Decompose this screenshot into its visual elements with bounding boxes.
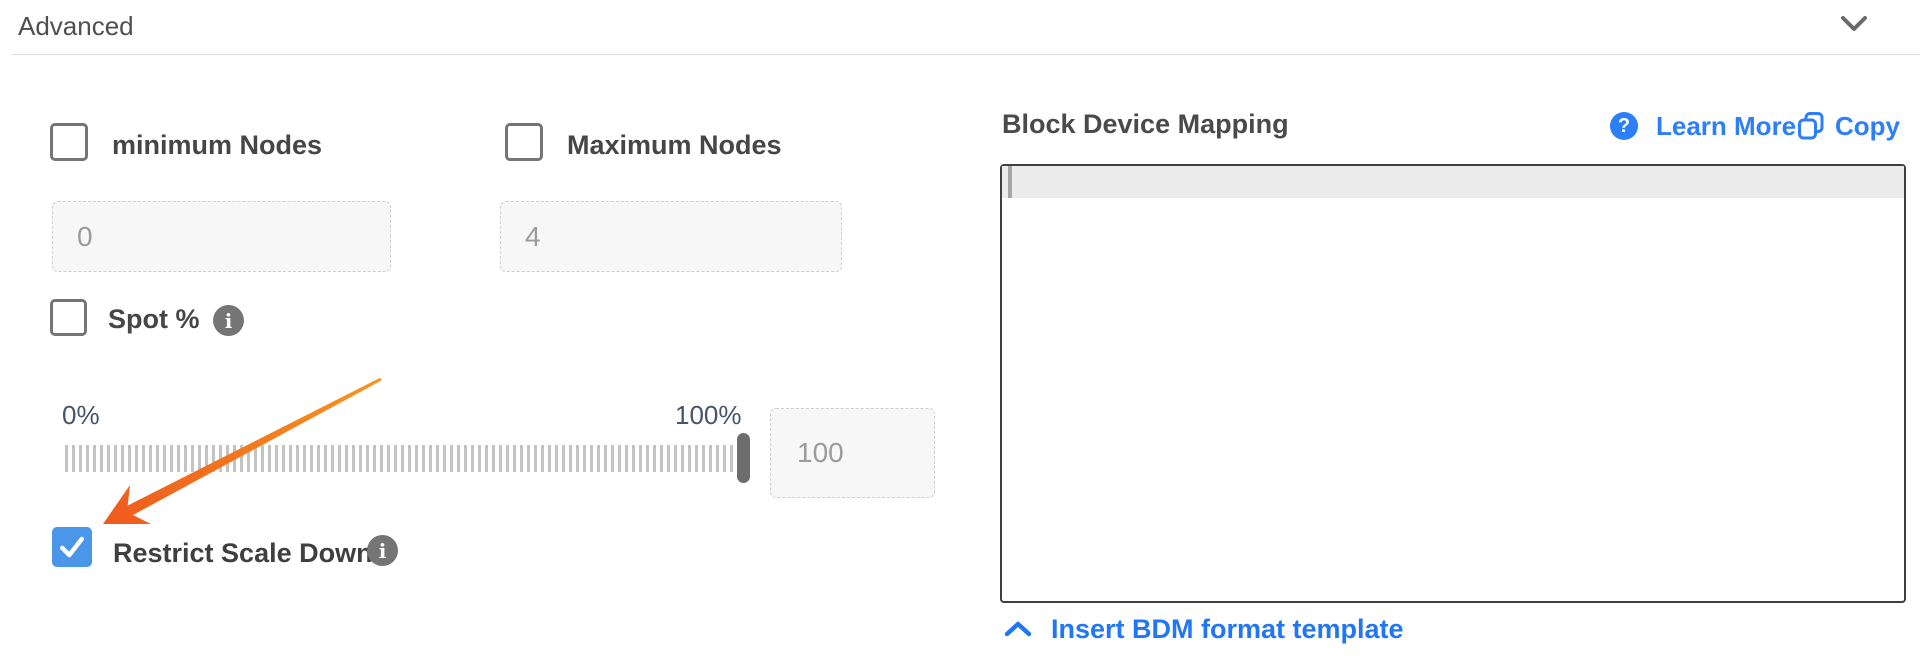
editor-active-line — [1002, 166, 1904, 198]
slider-handle[interactable] — [737, 433, 750, 483]
bdm-title: Block Device Mapping — [1002, 109, 1289, 139]
section-divider — [12, 54, 1920, 55]
restrict-scale-down-label: Restrict Scale Down — [113, 538, 373, 568]
maximum-nodes-label: Maximum Nodes — [567, 130, 782, 160]
chevron-down-icon — [1841, 16, 1867, 31]
bdm-editor[interactable] — [1000, 164, 1906, 603]
restrict-scale-down-checkbox[interactable] — [52, 527, 92, 567]
copy-icon — [1798, 112, 1824, 140]
question-icon: ? — [1610, 112, 1638, 140]
insert-template-label: Insert BDM format template — [1051, 614, 1404, 644]
slider-max-label: 100% — [675, 400, 742, 430]
section-title: Advanced — [18, 11, 134, 41]
spot-info-icon[interactable]: i — [213, 305, 244, 336]
spot-percent-label: Spot % — [108, 304, 200, 334]
spot-percent-input[interactable] — [770, 408, 935, 498]
learn-more-label: Learn More — [1656, 111, 1797, 141]
bdm-copy-button[interactable]: Copy — [1797, 111, 1900, 141]
bdm-learn-more-link[interactable]: ? Learn More — [1610, 111, 1796, 141]
minimum-nodes-checkbox[interactable] — [50, 123, 88, 161]
spot-percent-checkbox[interactable] — [50, 299, 87, 336]
maximum-nodes-checkbox[interactable] — [505, 123, 543, 161]
minimum-nodes-label: minimum Nodes — [112, 130, 323, 160]
spot-percent-slider[interactable] — [65, 433, 750, 483]
slider-min-label: 0% — [62, 400, 100, 430]
copy-label: Copy — [1835, 111, 1900, 141]
text-caret — [1008, 166, 1012, 198]
minimum-nodes-input[interactable] — [52, 201, 391, 272]
checkmark-icon — [60, 536, 84, 558]
insert-bdm-template-link[interactable]: Insert BDM format template — [1003, 613, 1404, 645]
chevron-up-icon — [1004, 621, 1032, 637]
collapse-section-button[interactable] — [1838, 14, 1870, 34]
maximum-nodes-input[interactable] — [500, 201, 842, 272]
slider-ticks — [65, 445, 740, 472]
restrict-scale-down-info-icon[interactable]: i — [367, 535, 398, 566]
